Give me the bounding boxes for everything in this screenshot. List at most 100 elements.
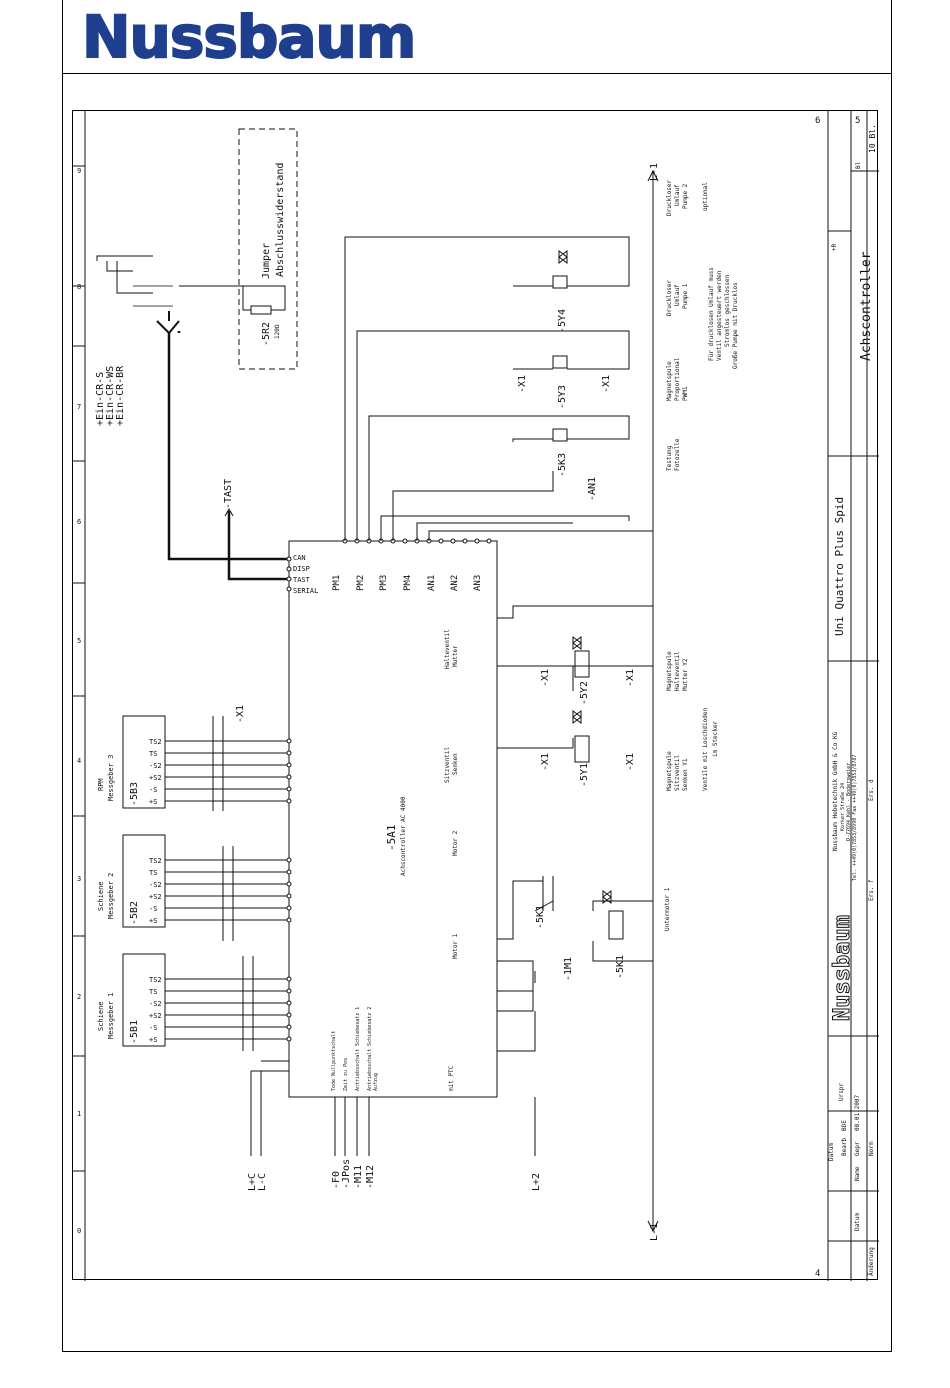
y2-coil (574, 650, 590, 678)
valve1-a: Sitzventil (444, 746, 451, 783)
supply-lplus: L+C (247, 1173, 258, 1191)
magnet2-b: Halteventil (674, 651, 681, 691)
r2-label: -5R2 (261, 322, 272, 346)
enc1-title: Schiene (97, 1001, 105, 1031)
tb-ers-f: Ers. f (868, 879, 875, 901)
encoder-pin-label: TS2 (149, 857, 162, 865)
tb-date: 08.01.2007 (854, 1094, 861, 1131)
sheet-title: Achscontroller (859, 251, 874, 361)
tb-bearb: Bearb (841, 1138, 848, 1156)
note-3: Stromlos geschlossen (724, 274, 731, 347)
ein-cr-ws: +Ein-CR-WS (105, 366, 116, 426)
pin-can: CAN (293, 554, 306, 562)
encoder-2-shield (222, 846, 234, 941)
encoder-pin-terminal (286, 786, 292, 792)
y3-label: -5Y3 (557, 385, 568, 409)
jumper-box (238, 128, 298, 370)
l-minus-1-top: L-1 (649, 163, 660, 181)
legend-3: Antriebsschalt Schiebesatz 1 (355, 1007, 361, 1091)
l-plus-2: L+2 (531, 1173, 542, 1191)
x1-label-a: -X1 (517, 375, 528, 393)
tb-aenderung: Änderung (868, 1247, 875, 1276)
input-wires (334, 1097, 370, 1156)
page-left: 4 (815, 1269, 820, 1279)
ein-cr-wires (96, 255, 153, 294)
encoder-pin-terminal (286, 869, 292, 875)
magnet3-a: Magnetspule (666, 361, 673, 401)
m1-label: -1M1 (563, 957, 574, 981)
y1-coil (574, 735, 590, 763)
testung-a: Testung (666, 445, 673, 471)
page-right: 6 (815, 116, 820, 126)
tb-norm: Norm (868, 1141, 875, 1156)
controller-box (288, 540, 498, 1098)
druck1-a: Druckloser (666, 279, 673, 316)
enc2-id: -5B2 (129, 901, 140, 925)
enc2-title: Schiene (97, 881, 105, 911)
valve2-a: Halteventil (444, 629, 451, 669)
titleblock-logo: Nussbaum (830, 915, 855, 1021)
encoder-pin-label: -S2 (149, 1000, 162, 1008)
encoder-pin-label: -S (149, 786, 157, 794)
plus-r: +R (831, 243, 838, 251)
druck2-d: optional (702, 182, 709, 211)
tb-bearb-name: BDE (841, 1120, 848, 1131)
controller-pin (402, 538, 408, 544)
an1-label: -AN1 (587, 477, 598, 501)
company-line-1: Nussbaum Hebetechnik GmbH & Co KG (832, 731, 839, 851)
valve2-b: Mutter (452, 645, 459, 667)
encoder-pin-label: TS (149, 869, 157, 877)
schematic-sheet: 9 8 7 6 5 4 3 2 1 0 6 4 Achscontroller U… (72, 110, 879, 1281)
ein-cr-s: +Ein-CR-S (95, 372, 106, 426)
col-7: 7 (77, 403, 81, 411)
nussbaum-logo: Nussbaum (81, 3, 417, 71)
legend-2: Zeit zu Pos (343, 1058, 349, 1091)
encoder-pin-label: TS2 (149, 976, 162, 984)
encoder-pin-label: -S (149, 1024, 157, 1032)
motor2: Motor 2 (452, 830, 459, 856)
company-line-4: Tel. ++49(0)7853/8990 Fax ++49(0)7853/87… (852, 755, 858, 881)
title-block (827, 111, 879, 1281)
encoder-pin-terminal (286, 857, 292, 863)
project-name: Uni Quattro Plus Spid (833, 497, 846, 636)
can-bus-thick (167, 331, 287, 561)
tb-urspr: Urspr (838, 1083, 845, 1101)
enc1-sub: Messgeber 1 (107, 993, 115, 1039)
tb-datum2: Datum (854, 1213, 861, 1231)
druck2-c: Pumpe 2 (682, 183, 689, 209)
input-m12: -M12 (365, 1165, 376, 1189)
header-band (62, 0, 892, 74)
x1-y2-b: -X1 (625, 669, 636, 687)
page-frame (62, 0, 892, 1352)
controller-label: -5A1 (385, 825, 398, 852)
sheet-prefix: Bl (855, 161, 862, 169)
untermotor: Untermotor 1 (664, 887, 671, 931)
can-bus-split (156, 311, 180, 335)
tb-name: Name (854, 1166, 861, 1181)
an1-wire (429, 471, 554, 492)
encoder-wires (165, 738, 292, 1042)
encoder-pin-terminal (286, 976, 292, 982)
encoder-pin-label: TS (149, 988, 157, 996)
druck1-c: Pumpe 1 (682, 283, 689, 309)
k1-coil-wires (592, 900, 653, 962)
magnet1-a: Magnetspule (666, 751, 673, 791)
r2-value: 120Ω (274, 324, 281, 339)
encoder-pin-label: +S2 (149, 893, 162, 901)
controller-desc: Achscontroller AC 4000 (400, 796, 407, 876)
col-6: 6 (77, 518, 81, 526)
ein-cr-br: +Ein-CR-BR (115, 365, 126, 426)
magnet2-a: Magnetspule (666, 651, 673, 691)
encoder-pin-label: +S (149, 798, 157, 806)
pm-wires (344, 236, 653, 541)
pin-serial: SERIAL (293, 587, 318, 595)
x1-y1-a: -X1 (540, 753, 551, 771)
encoder-pin-terminal (286, 1036, 292, 1042)
encoder-pin-terminal (286, 738, 292, 744)
druck2-b: Umlauf (674, 184, 681, 206)
valve-icons (572, 636, 582, 724)
encoder-pin-terminal (286, 1000, 292, 1006)
motor-wires (497, 880, 543, 1052)
sheet-number: 5 (855, 116, 860, 126)
magnet3-c: PWM1 (682, 386, 689, 401)
